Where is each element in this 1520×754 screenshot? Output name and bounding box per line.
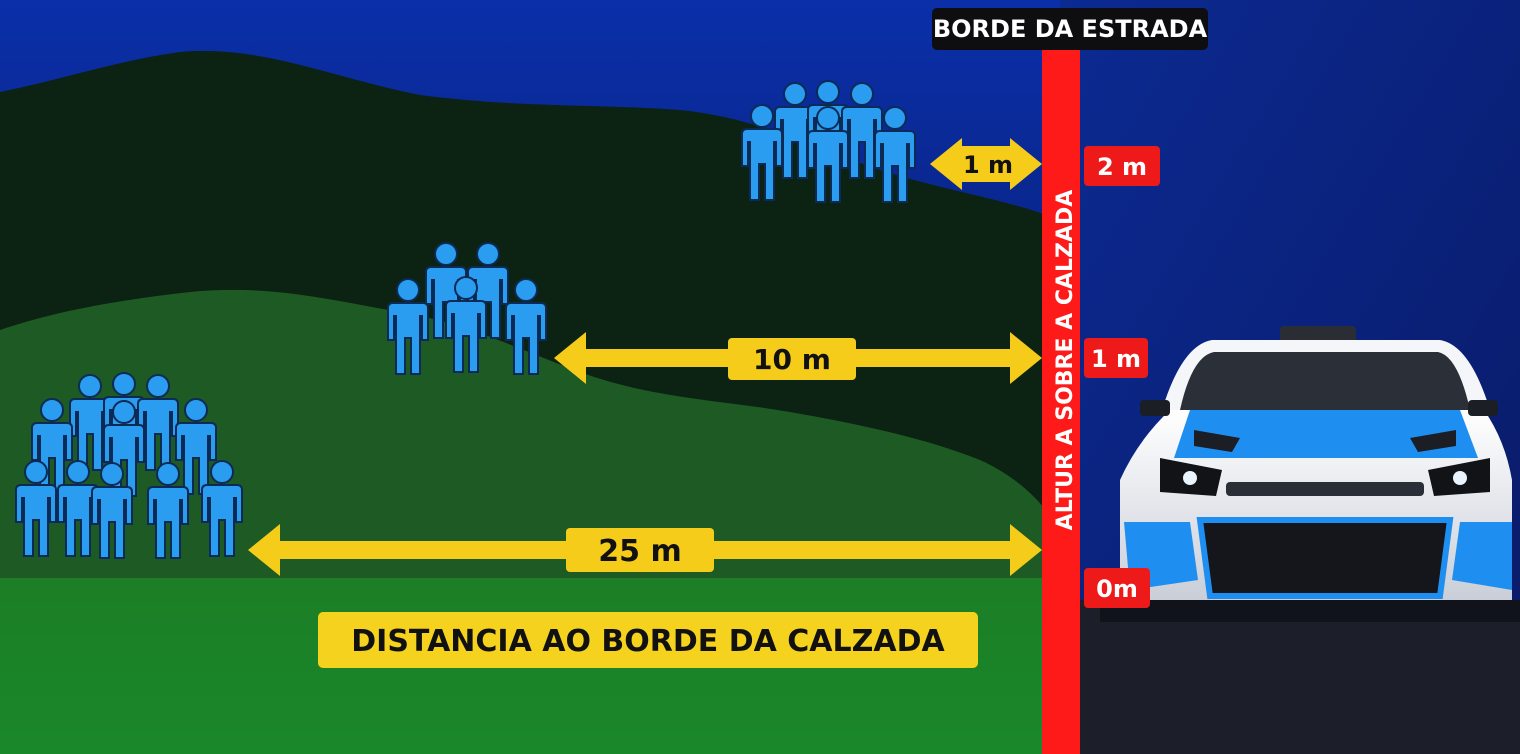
- distance-label-10m: 10 m: [753, 343, 831, 376]
- height-mark-2m-box: [1084, 146, 1160, 186]
- distance-label-1m-box: [958, 146, 1018, 182]
- horizontal-axis-label: DISTANCIA AO BORDE DA CALZADA: [351, 624, 945, 659]
- distance-label-25m-box: [566, 528, 714, 572]
- height-mark-2m: 2 m: [1097, 153, 1147, 181]
- vertical-axis-label: ALTUR A SOBRE A CALZADA: [1053, 190, 1078, 531]
- height-mark-1m-box: [1084, 338, 1148, 378]
- road-surface: [1060, 600, 1520, 754]
- height-mark-0m: 0m: [1096, 575, 1138, 603]
- road-edge-title-box: [932, 8, 1208, 50]
- road-shadow: [1100, 600, 1520, 622]
- height-mark-1m: 1 m: [1091, 345, 1141, 373]
- rally-car-icon: [1120, 326, 1512, 600]
- horizontal-axis-label-box: [318, 612, 978, 668]
- height-mark-0m-box: [1084, 568, 1150, 608]
- distance-label-10m-box: [728, 338, 856, 380]
- road-edge-line: [1042, 48, 1080, 754]
- road-edge-title: BORDE DA ESTRADA: [933, 15, 1208, 43]
- distance-label-1m: 1 m: [963, 151, 1013, 179]
- distance-label-25m: 25 m: [598, 534, 681, 569]
